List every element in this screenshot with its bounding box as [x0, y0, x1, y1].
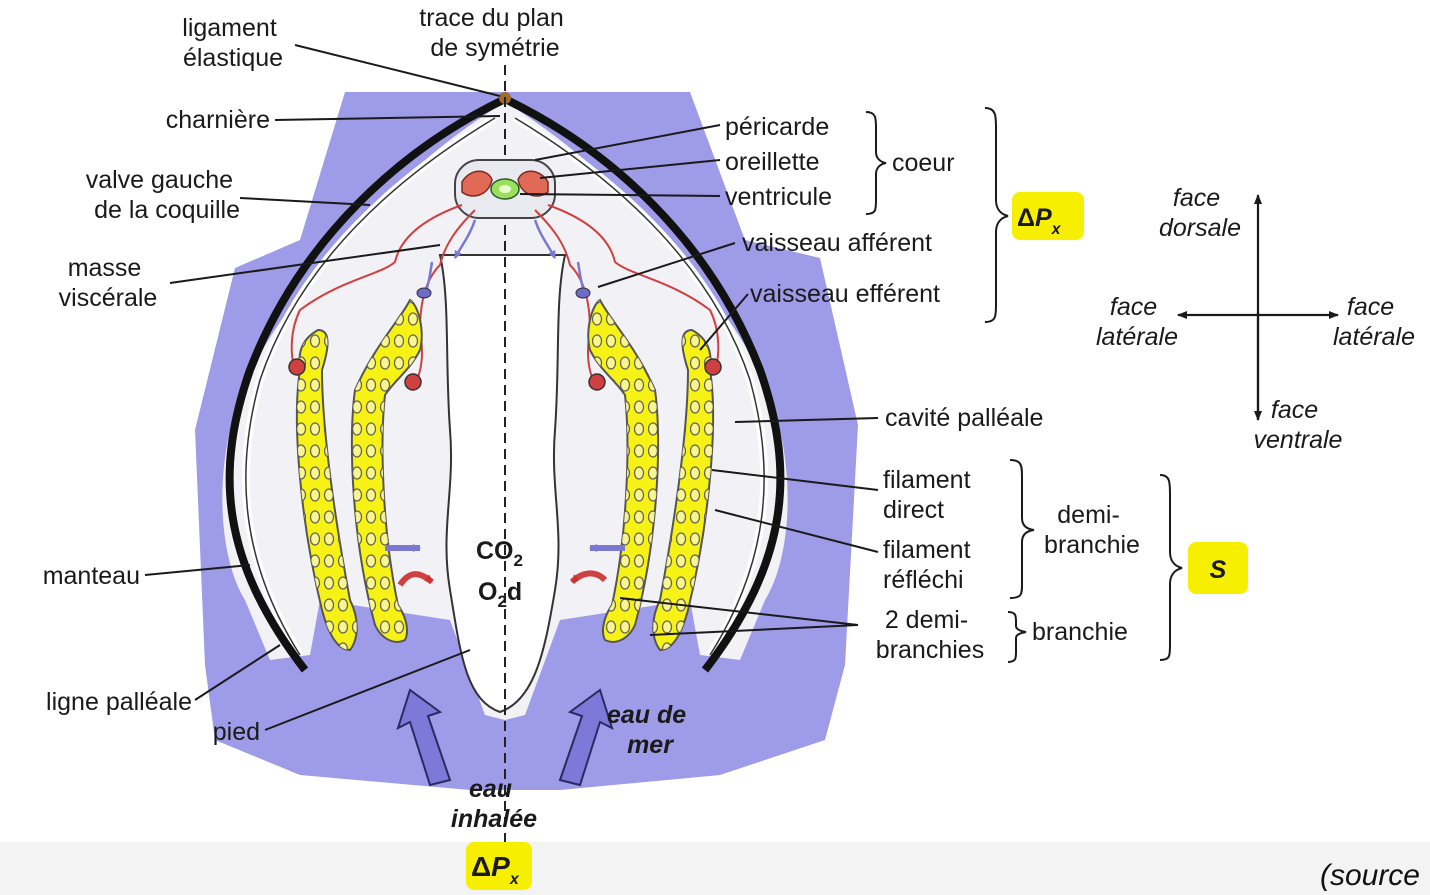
label-coeur: coeur — [892, 149, 955, 177]
label-oreillette: oreillette — [725, 148, 820, 176]
badge-deltapx-bottom: ΔPx — [466, 842, 532, 890]
brace-coeur — [866, 112, 886, 214]
brace-deltapx — [985, 108, 1008, 322]
brace-branchie — [1008, 612, 1026, 662]
label-branchie: branchie — [1032, 618, 1128, 646]
footer-bar: (source — [0, 842, 1430, 895]
label-face-laterale-right: face latérale — [1333, 293, 1415, 351]
label-trace: trace du plan de symétrie — [419, 4, 571, 62]
svg-text:S: S — [1210, 556, 1227, 584]
label-charniere: charnière — [166, 106, 270, 134]
label-ligament: ligament élastique — [182, 14, 283, 72]
label-deux-demi-branchies: 2 demi- branchies — [876, 606, 984, 664]
label-face-laterale-left: face latérale — [1096, 293, 1178, 351]
label-masse: masse viscérale — [59, 254, 158, 312]
label-filament-direct: filament direct — [883, 466, 978, 524]
label-demi-branchie: demi- branchie — [1044, 501, 1140, 559]
brace-demibranchie — [1010, 460, 1034, 598]
label-ligne-palleale: ligne palléale — [46, 688, 192, 716]
label-pericarde: péricarde — [725, 113, 829, 141]
brace-s — [1160, 475, 1182, 660]
source-label: (source — [1320, 859, 1420, 893]
label-face-dorsale: face dorsale — [1159, 184, 1241, 242]
label-face-ventrale: face ventrale — [1254, 396, 1343, 454]
label-ventricule: ventricule — [725, 183, 832, 211]
label-vaisseau-efferent: vaisseau efférent — [750, 280, 940, 308]
label-valve: valve gauche de la coquille — [86, 166, 240, 224]
badge-s: S — [1188, 542, 1248, 594]
badge-deltapx-top: ΔPx — [1012, 192, 1084, 240]
label-vaisseau-afferent: vaisseau afférent — [742, 229, 932, 257]
label-cavite-palleale: cavité palléale — [885, 404, 1043, 432]
label-manteau: manteau — [43, 562, 140, 590]
label-pied: pied — [213, 718, 260, 746]
label-filament-reflechi: filament réfléchi — [883, 536, 978, 594]
